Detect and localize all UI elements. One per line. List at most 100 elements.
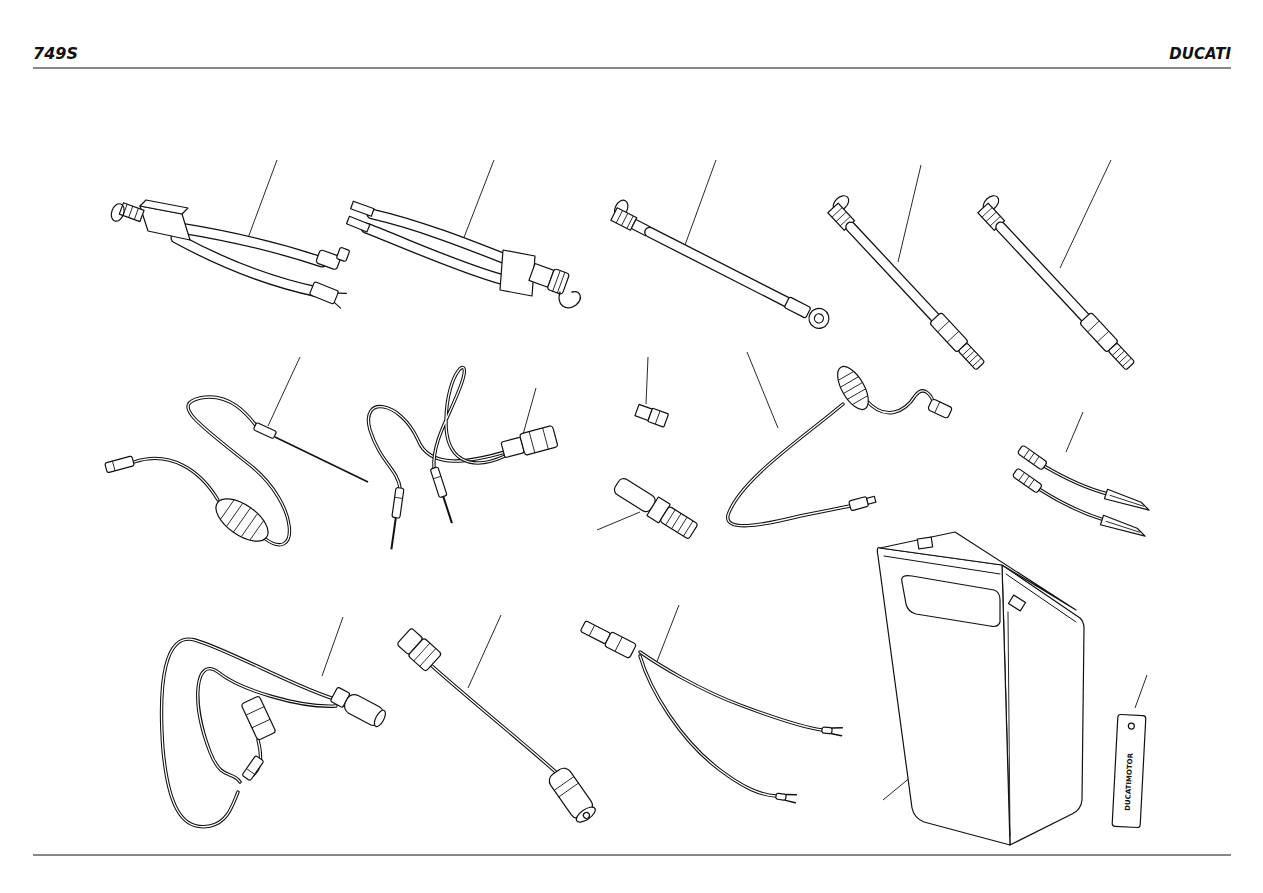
connector [580, 621, 610, 644]
plug-pin [443, 497, 452, 524]
terminal [822, 727, 832, 734]
leader-line [646, 357, 648, 404]
cable [640, 652, 822, 730]
tag-imprint: DUCATIMOTOR [1125, 753, 1136, 811]
connector [604, 632, 636, 659]
header-rule [33, 67, 1231, 68]
connector-line [935, 402, 940, 413]
thread-line [1112, 347, 1121, 355]
fitting [351, 201, 374, 216]
knurl [616, 210, 622, 222]
clip-jaw [1106, 521, 1140, 532]
plug-line [1034, 456, 1040, 464]
hose [176, 238, 318, 292]
thread-line [1116, 351, 1125, 359]
case-edge [1006, 574, 1076, 622]
connector [927, 399, 952, 419]
thread-line [962, 347, 971, 355]
cable [728, 404, 850, 526]
grip-line [1097, 331, 1109, 342]
adapter [611, 475, 699, 541]
rib [220, 500, 234, 520]
plug [1012, 468, 1042, 493]
knurl [134, 208, 138, 219]
leader-line [463, 160, 494, 240]
knurl [986, 212, 996, 222]
connector [105, 456, 135, 473]
leader-line [597, 512, 640, 530]
case-latch [917, 537, 932, 549]
terminal [776, 793, 787, 800]
alligator-leads [1012, 445, 1151, 539]
alligator-clip [1100, 515, 1147, 539]
key-tag [1112, 714, 1146, 827]
case-edge [1008, 612, 1010, 836]
thread-line [1119, 355, 1128, 363]
plug-tip [582, 811, 590, 819]
carrying-case [877, 532, 1084, 845]
probe-needle [275, 437, 368, 482]
cable [432, 666, 558, 774]
sensor-bulb [831, 362, 874, 415]
plug-line [1029, 479, 1035, 487]
cable [198, 669, 336, 782]
leader-line [268, 357, 300, 426]
rib [250, 520, 264, 540]
leader-line [656, 605, 679, 664]
model-name: 749S [33, 45, 78, 63]
rib [838, 371, 854, 380]
cable [434, 367, 505, 468]
cable [198, 669, 336, 782]
connector [519, 425, 558, 455]
adapter-body [612, 476, 657, 514]
hex-edge [655, 411, 660, 424]
cable [162, 639, 338, 827]
leader-line [1066, 412, 1083, 452]
grip-line [938, 321, 950, 332]
cap-strap [559, 292, 580, 308]
y-cable [579, 619, 842, 803]
tube [851, 227, 936, 318]
cable [1044, 466, 1108, 494]
leader-line [1135, 675, 1147, 708]
knurl [129, 206, 133, 217]
thread [958, 343, 985, 370]
adapter-thread [660, 506, 698, 539]
case-latch [1008, 595, 1025, 611]
plug-line [1024, 476, 1030, 484]
fork [333, 290, 346, 308]
cable [134, 458, 218, 500]
connector-line [252, 719, 270, 727]
leader-line [1060, 160, 1111, 268]
connector-line [112, 461, 115, 471]
leader-line [898, 165, 921, 262]
tube [1001, 227, 1086, 318]
connector [849, 497, 869, 511]
knurl [832, 208, 842, 218]
crimp [784, 297, 811, 319]
knurl [622, 213, 628, 225]
connector-line [589, 625, 594, 636]
plug-line [395, 497, 403, 498]
twin-hose-tool [347, 201, 581, 308]
cable [640, 656, 776, 796]
thread-line [672, 513, 682, 528]
cable [866, 391, 934, 413]
fitting [648, 408, 669, 427]
gauge-tube [974, 193, 1143, 372]
thread-line [973, 358, 982, 366]
temperature-probe [105, 397, 368, 549]
plug-end [574, 804, 598, 825]
banjo-ring [813, 312, 825, 324]
alligator-clip [1104, 489, 1151, 513]
connector [242, 755, 264, 780]
test-lead [368, 367, 558, 550]
plug-line [1019, 472, 1025, 480]
sleeve-end [372, 709, 388, 729]
connector-line [543, 428, 549, 449]
end-fitting [309, 282, 338, 305]
clip-jaw [1110, 495, 1144, 506]
cable [640, 656, 776, 796]
cable [1044, 466, 1108, 494]
